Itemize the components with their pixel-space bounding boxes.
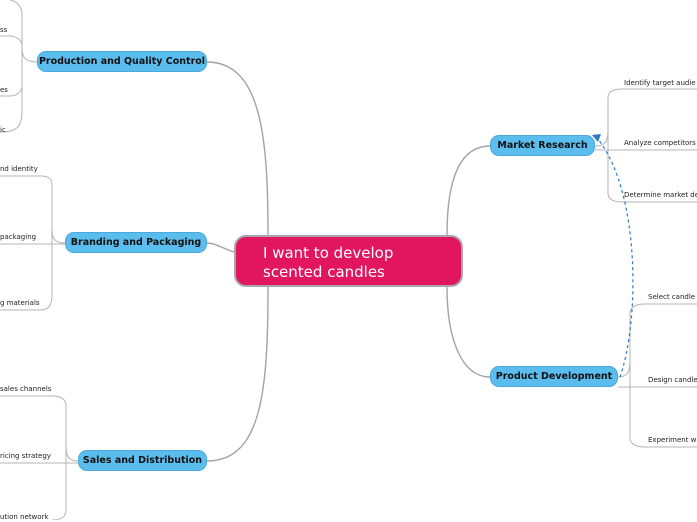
bracket-product (617, 303, 697, 448)
topic-label: Sales and Distribution (82, 455, 203, 466)
subtopic-sales-2[interactable]: ricing strategy (0, 452, 51, 460)
relationship-line[interactable] (596, 137, 634, 378)
central-topic[interactable]: I want to develop scented candles (234, 235, 463, 287)
subtopic-market-1[interactable]: Identify target audie (624, 79, 696, 87)
bracket-market (594, 88, 697, 203)
connector-sales (206, 286, 269, 462)
connector-market (446, 145, 491, 236)
subtopic-product-1[interactable]: Select candle m (648, 293, 697, 301)
subtopic-branding-2[interactable]: packaging (0, 233, 37, 241)
subtopic-product-2[interactable]: Design candle (648, 376, 697, 384)
topic-label: Production and Quality Control (38, 56, 206, 67)
subtopic-branding-1[interactable]: nd identity (0, 165, 38, 173)
subtopic-production-1[interactable]: ss (0, 26, 8, 34)
topic-branding-packaging[interactable]: Branding and Packaging (65, 232, 207, 253)
bracket-production (0, 0, 38, 133)
connector-production (206, 61, 269, 236)
bracket-branding (0, 175, 66, 311)
leaf-underline-production-2 (0, 85, 23, 97)
topic-market-research[interactable]: Market Research (490, 135, 595, 156)
subtopic-production-3[interactable]: ic (0, 126, 6, 134)
connector-branding (206, 242, 235, 253)
subtopic-market-2[interactable]: Analyze competitors (624, 139, 696, 147)
subtopic-sales-1[interactable]: sales channels (0, 385, 52, 393)
subtopic-branding-3[interactable]: g materials (0, 299, 40, 307)
subtopic-production-2[interactable]: es (0, 86, 8, 94)
topic-label: Product Development (495, 371, 613, 382)
subtopic-product-3[interactable]: Experiment wi (648, 436, 697, 444)
central-topic-line1: I want to develop (263, 244, 394, 262)
central-topic-line2: scented candles (263, 263, 385, 281)
leaf-underline-production-1 (0, 35, 23, 47)
topic-label: Branding and Packaging (70, 237, 202, 248)
connector-product (446, 286, 491, 378)
topic-sales-distribution[interactable]: Sales and Distribution (78, 450, 207, 471)
topic-production-quality-control[interactable]: Production and Quality Control (37, 51, 207, 72)
relationship-arrowhead (592, 134, 601, 142)
topic-product-development[interactable]: Product Development (490, 366, 618, 387)
subtopic-sales-3[interactable]: ution network (0, 513, 49, 521)
subtopic-market-3[interactable]: Determine market de (624, 191, 697, 199)
topic-label: Market Research (497, 140, 588, 151)
